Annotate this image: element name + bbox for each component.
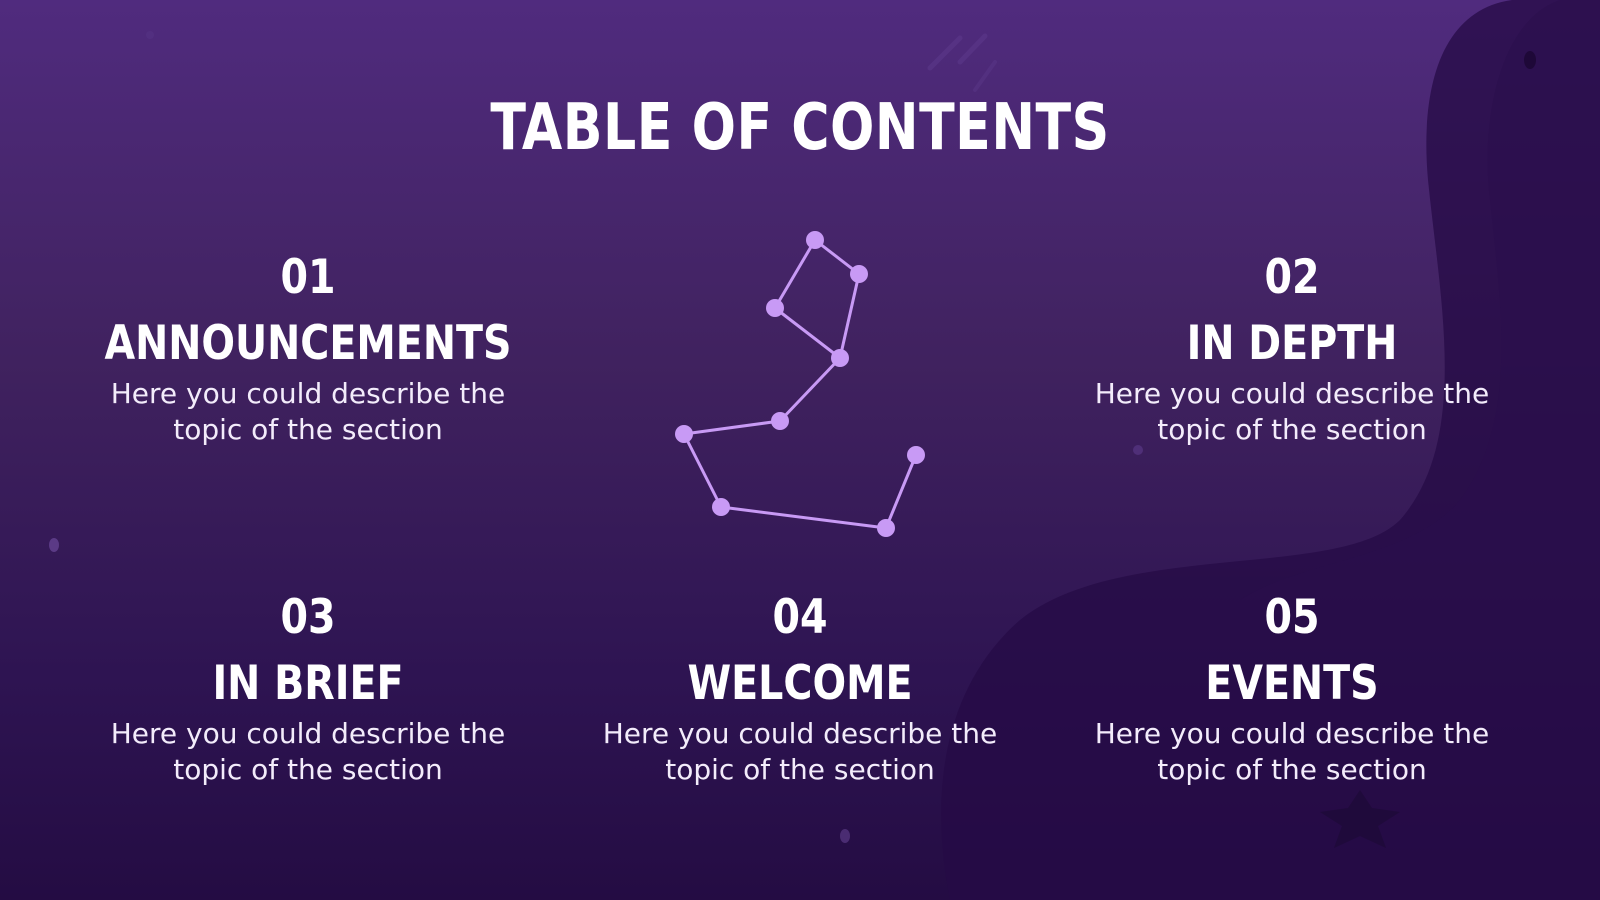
section-heading: IN BRIEF bbox=[212, 655, 404, 711]
section-heading: WELCOME bbox=[687, 655, 913, 711]
section-number: 04 bbox=[772, 589, 828, 645]
section-description: Here you could describe the topic of the… bbox=[1094, 717, 1490, 786]
section-description: Here you could describe the topic of the… bbox=[110, 377, 506, 446]
section-description: Here you could describe the topic of the… bbox=[110, 717, 506, 786]
section-number: 02 bbox=[1264, 249, 1320, 305]
section-description: Here you could describe the topic of the… bbox=[1094, 377, 1490, 446]
section-number: 01 bbox=[280, 249, 336, 305]
section-in-brief: 03 IN BRIEF Here you could describe the … bbox=[88, 590, 528, 788]
section-number: 03 bbox=[280, 589, 336, 645]
section-events: 05 EVENTS Here you could describe the to… bbox=[1072, 590, 1512, 788]
page-title: TABLE OF CONTENTS bbox=[490, 89, 1110, 165]
section-number: 05 bbox=[1264, 589, 1320, 645]
section-heading: EVENTS bbox=[1205, 655, 1379, 711]
section-in-depth: 02 IN DEPTH Here you could describe the … bbox=[1072, 250, 1512, 448]
section-description: Here you could describe the topic of the… bbox=[602, 717, 998, 786]
section-announcements: 01 ANNOUNCEMENTS Here you could describe… bbox=[88, 250, 528, 448]
section-heading: IN DEPTH bbox=[1186, 315, 1398, 371]
section-welcome: 04 WELCOME Here you could describe the t… bbox=[580, 590, 1020, 788]
section-heading: ANNOUNCEMENTS bbox=[104, 315, 512, 371]
